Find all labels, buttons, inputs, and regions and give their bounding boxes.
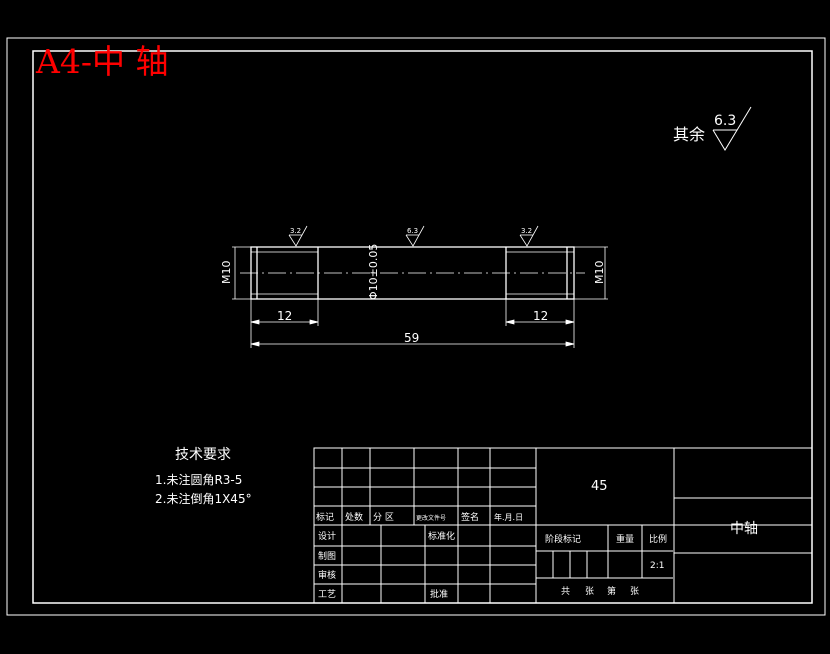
rev-label-zone: 分 区 bbox=[373, 512, 394, 523]
thread-dimension-left bbox=[232, 246, 251, 300]
material-value: 45 bbox=[591, 479, 608, 494]
rev-label-sign: 签名 bbox=[461, 511, 479, 523]
length-dimension-lines bbox=[250, 299, 575, 348]
roughness-symbols bbox=[288, 225, 539, 247]
sheet-no-label: 第 bbox=[607, 585, 616, 597]
left-length-label: 12 bbox=[277, 309, 292, 323]
row-label-review: 审核 bbox=[318, 569, 336, 581]
surface-finish-label: 其余 bbox=[673, 125, 705, 144]
row-label-process: 工艺 bbox=[318, 589, 336, 600]
tech-req-heading: 技术要求 bbox=[175, 447, 231, 463]
rev-label-date: 年.月.日 bbox=[494, 512, 523, 522]
scale-value: 2:1 bbox=[650, 561, 664, 571]
overall-length-label: 59 bbox=[404, 331, 419, 345]
diameter-label: Φ10±0.05 bbox=[367, 244, 380, 300]
surface-finish-symbol bbox=[712, 106, 752, 151]
sheet-title: A4-中 轴 bbox=[35, 42, 168, 81]
surface-finish-value: 6.3 bbox=[714, 113, 736, 129]
approve-label: 批准 bbox=[430, 588, 448, 600]
tech-req-item-2: 2.未注倒角1X45° bbox=[155, 491, 252, 506]
right-length-label: 12 bbox=[533, 309, 548, 323]
scale-label: 比例 bbox=[649, 533, 667, 545]
sheet-unit-2: 张 bbox=[630, 586, 639, 597]
title-block-grid bbox=[313, 447, 813, 604]
tech-req-item-1: 1.未注圆角R3-5 bbox=[155, 472, 242, 487]
sheet-unit-1: 张 bbox=[585, 586, 594, 597]
row-label-draw: 制图 bbox=[318, 550, 336, 562]
shaft-outline bbox=[250, 246, 575, 300]
thread-dimension-right bbox=[574, 246, 608, 300]
rev-label-count: 处数 bbox=[345, 511, 363, 523]
part-name: 中轴 bbox=[730, 521, 758, 537]
thread-label-right: M10 bbox=[593, 261, 606, 285]
weight-label: 重量 bbox=[616, 533, 634, 545]
rev-label-doc: 更改文件号 bbox=[416, 514, 446, 522]
rev-label-mark: 标记 bbox=[316, 511, 334, 523]
sheet-total-label: 共 bbox=[561, 586, 570, 597]
row-label-design: 设计 bbox=[318, 530, 336, 542]
roughness-mark-3: 3.2 bbox=[521, 227, 532, 235]
outer-frame bbox=[6, 37, 826, 616]
stage-mark-label: 阶段标记 bbox=[545, 533, 581, 545]
standardize-label: 标准化 bbox=[428, 530, 455, 542]
thread-label-left: M10 bbox=[220, 261, 233, 285]
roughness-mark-2: 6.3 bbox=[407, 227, 418, 235]
roughness-mark-1: 3.2 bbox=[290, 227, 301, 235]
